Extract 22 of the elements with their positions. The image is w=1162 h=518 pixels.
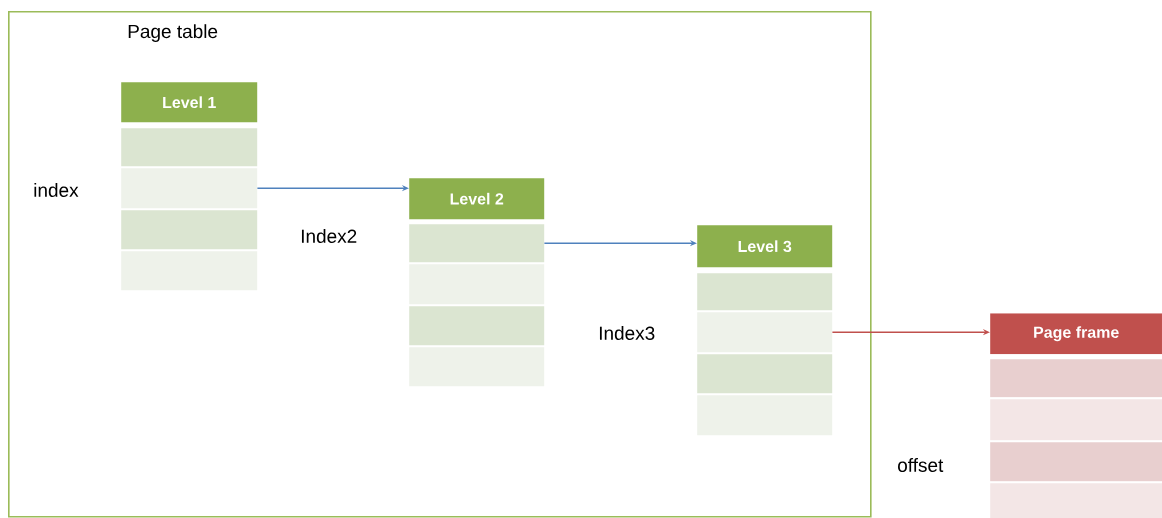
index-label: offset xyxy=(898,458,944,472)
heading: Page table xyxy=(128,24,218,42)
index-label: index xyxy=(34,183,79,197)
header-cell: Level 3 xyxy=(697,225,833,268)
table-row xyxy=(409,306,545,346)
header-cell: Page frame xyxy=(990,313,1162,355)
header-cell: Level 2 xyxy=(409,178,545,220)
table-row xyxy=(990,483,1162,518)
table-row xyxy=(409,224,545,263)
index-label: Index2 xyxy=(301,229,357,243)
table-row xyxy=(121,168,258,209)
table-row xyxy=(697,354,833,394)
table-row xyxy=(990,359,1162,398)
table-row xyxy=(697,312,833,353)
table-row xyxy=(121,128,258,167)
index-label: Index3 xyxy=(599,326,655,340)
header-cell: Level 1 xyxy=(121,82,258,123)
table-row xyxy=(697,273,833,311)
table-row xyxy=(990,442,1162,482)
table-row xyxy=(990,399,1162,441)
table-row xyxy=(409,264,545,305)
table-row xyxy=(121,210,258,250)
